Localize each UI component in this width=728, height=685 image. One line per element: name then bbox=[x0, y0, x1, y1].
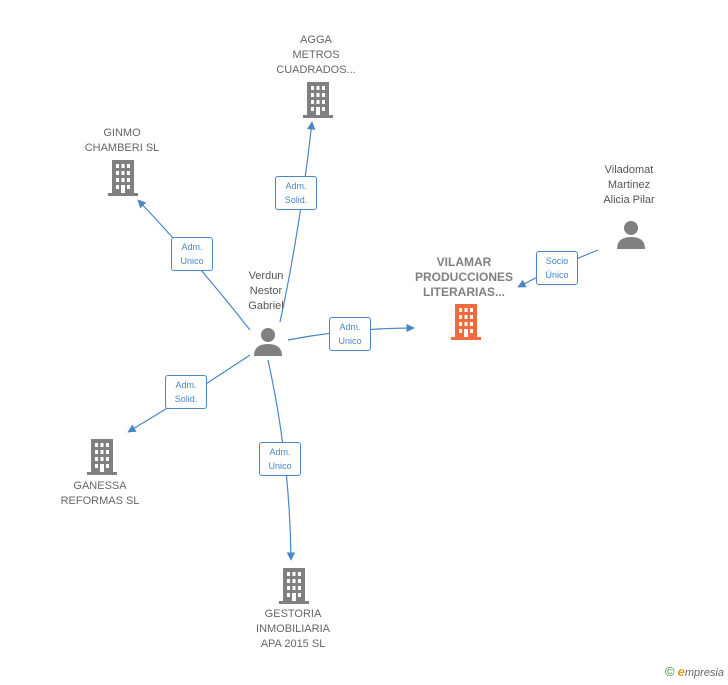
brand-footer[interactable]: © empresia bbox=[665, 664, 724, 679]
node-label-verdun[interactable]: Verdun Nestor Gabriel bbox=[248, 270, 284, 312]
edge-label-gestoria: Adm. Unico bbox=[259, 442, 301, 476]
edge-label-ginmo: Adm. Unico bbox=[171, 237, 213, 271]
building-icon[interactable] bbox=[279, 568, 309, 604]
building-icon[interactable] bbox=[108, 160, 138, 196]
building-icon[interactable] bbox=[87, 439, 117, 475]
building-icon-main[interactable] bbox=[450, 304, 482, 340]
node-label-viladomat[interactable]: Viladomat Martinez Alicia Pilar bbox=[603, 164, 655, 206]
node-label-gestoria[interactable]: GESTORIA INMOBILIARIA APA 2015 SL bbox=[256, 608, 330, 650]
brand-initial: e bbox=[677, 664, 685, 679]
brand-name: mpresia bbox=[684, 667, 724, 679]
edge-verdun-agga bbox=[279, 121, 316, 323]
node-label-ganessa[interactable]: GANESSA REFORMAS SL bbox=[60, 480, 140, 507]
edge-label-agga: Adm. Solid. bbox=[275, 176, 317, 210]
person-icon[interactable] bbox=[253, 326, 283, 356]
edge-label-viladomat: Socio Único bbox=[536, 251, 578, 285]
edge-label-vilamar: Adm. Unico bbox=[329, 317, 371, 351]
person-icon[interactable] bbox=[616, 219, 646, 249]
node-label-vilamar[interactable]: VILAMAR PRODUCCIONES LITERARIAS... bbox=[414, 255, 514, 299]
building-icon[interactable] bbox=[303, 82, 333, 118]
node-label-agga[interactable]: AGGA METROS CUADRADOS... bbox=[276, 34, 356, 76]
edge-label-ganessa: Adm. Solid. bbox=[165, 375, 207, 409]
node-label-ginmo[interactable]: GINMO CHAMBERI SL bbox=[84, 127, 160, 154]
copyright-icon: © bbox=[664, 664, 675, 679]
